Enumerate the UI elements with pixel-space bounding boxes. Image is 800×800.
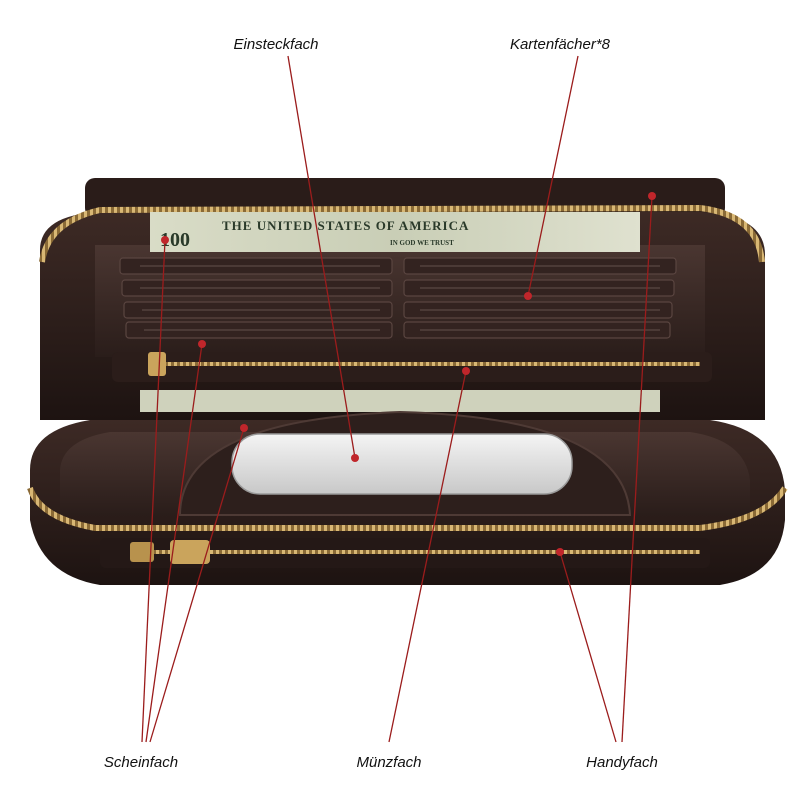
callout-line-muenzfach bbox=[388, 370, 467, 743]
callout-dots bbox=[161, 192, 656, 556]
callout-dot bbox=[198, 340, 206, 348]
banknote-denomination: 100 bbox=[160, 229, 190, 251]
banknote bbox=[150, 212, 640, 252]
callout-label-scheinfach: Scheinfach bbox=[103, 754, 179, 771]
zipper-pull-middle bbox=[148, 352, 166, 376]
callout-dot bbox=[351, 454, 359, 462]
callout-line-handyfach-1 bbox=[621, 195, 653, 743]
banknote-motto: IN GOD WE TRUST bbox=[390, 239, 454, 247]
callout-line-einsteckfach bbox=[287, 55, 356, 459]
callout-dot bbox=[524, 292, 532, 300]
zipper-lower bbox=[27, 486, 788, 531]
callout-label-einsteckfach: Einsteckfach bbox=[233, 36, 319, 53]
callout-label-kartenfaecher: Kartenfächer*8 bbox=[509, 36, 611, 53]
banknote-country-text: THE UNITED STATES OF AMERICA bbox=[222, 218, 469, 233]
callout-dot bbox=[462, 367, 470, 375]
zipper-pull-bottom-tab bbox=[130, 542, 154, 562]
zipper-upper bbox=[39, 204, 765, 263]
middle-zip-pocket bbox=[112, 352, 712, 382]
callout-dot bbox=[556, 548, 564, 556]
callout-dot bbox=[161, 236, 169, 244]
callout-lines bbox=[141, 55, 653, 743]
callout-line-kartenfaecher bbox=[527, 55, 579, 297]
banknote-lower bbox=[140, 390, 660, 412]
callout-line-scheinfach-3 bbox=[149, 427, 245, 743]
callout-line-handyfach-2 bbox=[559, 551, 617, 743]
callout-label-muenzfach: Münzfach bbox=[356, 754, 422, 771]
callout-dot bbox=[240, 424, 248, 432]
callout-dot bbox=[648, 192, 656, 200]
phone bbox=[231, 433, 573, 495]
callout-line-scheinfach-1 bbox=[141, 239, 166, 743]
callout-line-scheinfach-2 bbox=[145, 343, 203, 743]
callout-label-handyfach: Handyfach bbox=[586, 754, 658, 771]
zipper-pull-bottom bbox=[170, 540, 210, 564]
